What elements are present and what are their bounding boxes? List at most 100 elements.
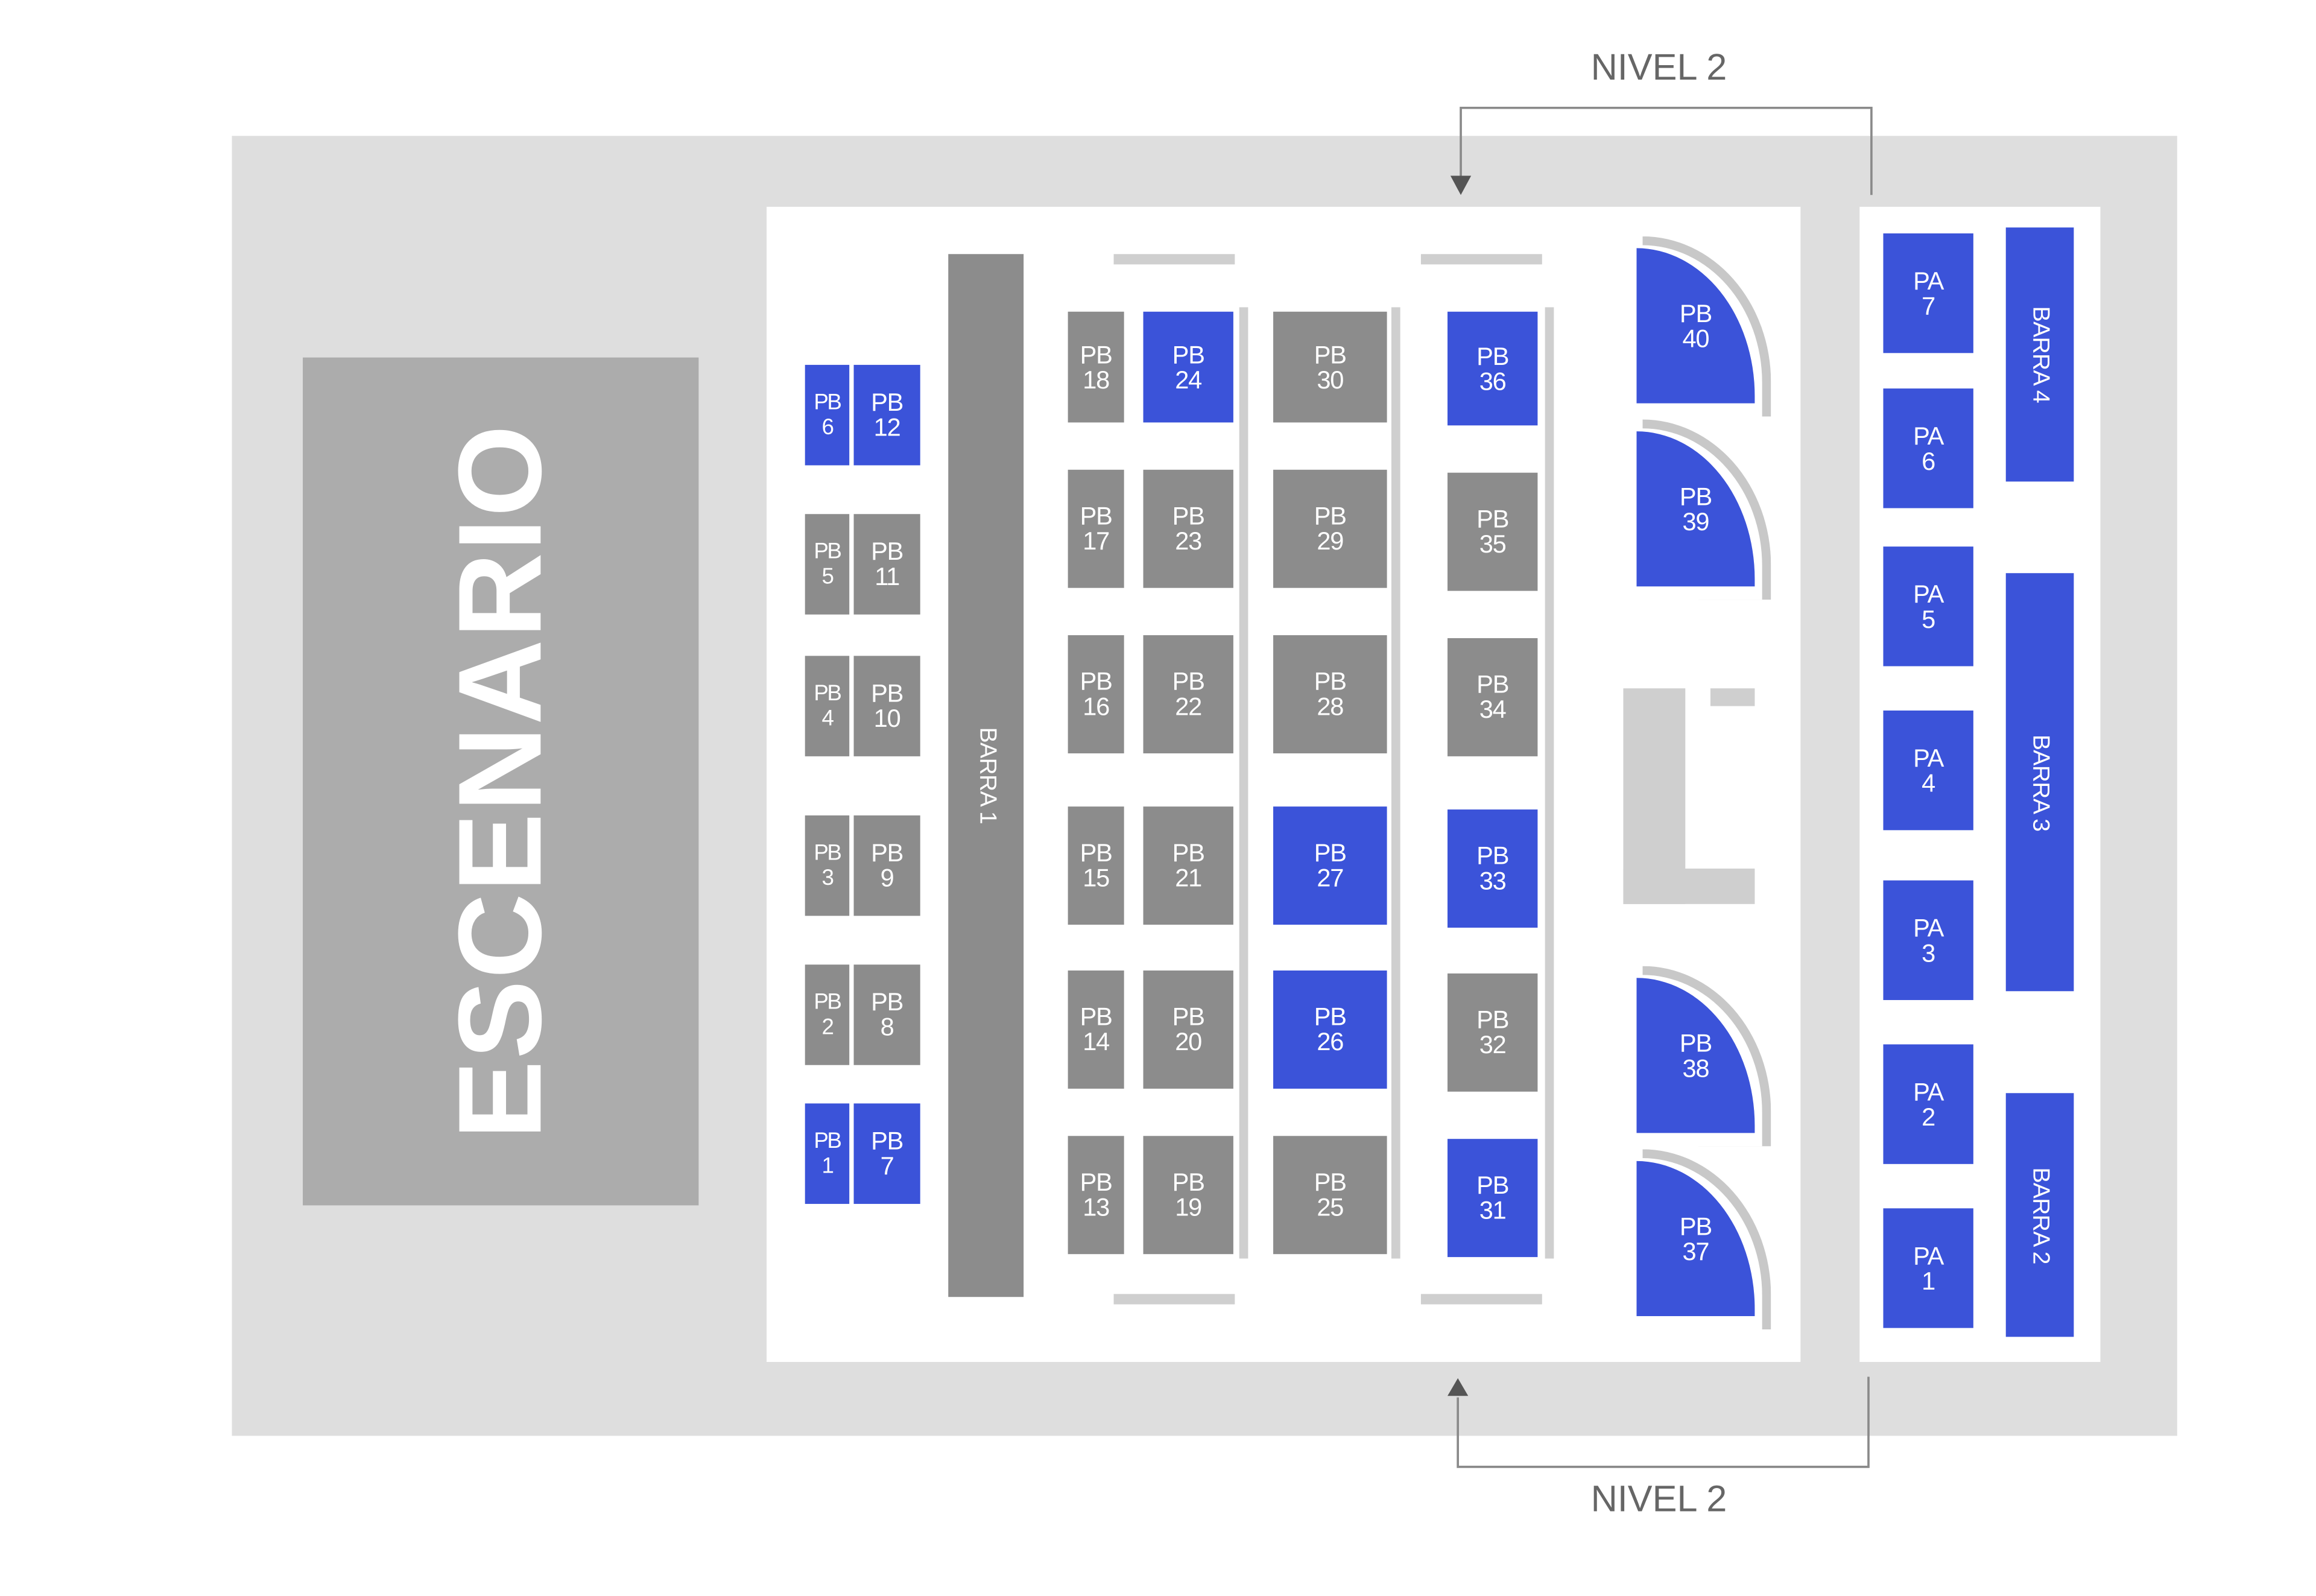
- barra-2[interactable]: BARRA 2: [2005, 1093, 2074, 1337]
- table-prefix: PB: [1172, 502, 1205, 531]
- table-prefix: PB: [871, 679, 903, 708]
- table-number: 25: [1317, 1193, 1344, 1222]
- structure: [1623, 869, 1755, 904]
- stage: ESCENARIO: [303, 357, 699, 1206]
- barra-3[interactable]: BARRA 3: [2005, 573, 2074, 992]
- table-number: 12: [873, 413, 901, 442]
- table-number: 3: [1922, 939, 1935, 967]
- table-prefix: PA: [1913, 1241, 1944, 1270]
- barra-4-label: BARRA 4: [2028, 306, 2054, 403]
- table-prefix: PB: [814, 390, 842, 416]
- table-prefix: PB: [1172, 1002, 1205, 1031]
- table-prefix: PB: [871, 988, 903, 1016]
- table-prefix: PB: [1314, 1002, 1347, 1031]
- table-number: 20: [1175, 1028, 1202, 1057]
- table-number: 11: [875, 563, 900, 591]
- rail: [1113, 1294, 1235, 1305]
- table-number: 24: [1175, 366, 1202, 394]
- table-prefix: PB: [1476, 670, 1509, 699]
- table-number: 9: [880, 864, 894, 893]
- table-number: 35: [1479, 530, 1507, 559]
- table-number: 29: [1317, 527, 1344, 556]
- arrow-up-icon: [1448, 1378, 1469, 1396]
- table-number: 34: [1479, 695, 1507, 724]
- rail: [1391, 307, 1400, 1259]
- table-number: 7: [1922, 291, 1935, 320]
- table-number: 22: [1175, 692, 1202, 721]
- table-number: 33: [1479, 867, 1507, 896]
- table-number: 30: [1317, 366, 1344, 394]
- rail: [1239, 307, 1248, 1259]
- table-number: 26: [1317, 1028, 1344, 1057]
- table-prefix: PB: [1314, 839, 1347, 867]
- table-number: 13: [1083, 1193, 1110, 1222]
- table-prefix: PB: [1080, 1002, 1113, 1031]
- rail: [1545, 307, 1554, 1259]
- table-number: 14: [1083, 1028, 1110, 1057]
- rail: [1420, 254, 1542, 265]
- table-number: 1: [821, 1153, 834, 1179]
- table-prefix: PB: [871, 839, 903, 867]
- table-prefix: PB: [814, 1129, 842, 1154]
- table-prefix: PB: [1080, 1168, 1113, 1197]
- table-number: 19: [1175, 1193, 1202, 1222]
- barra-1[interactable]: BARRA 1: [948, 254, 1024, 1297]
- table-prefix: PB: [871, 388, 903, 417]
- table-number: 16: [1083, 692, 1110, 721]
- table-prefix: PB: [1476, 505, 1509, 534]
- barra-4[interactable]: BARRA 4: [2005, 227, 2074, 482]
- rail: [1420, 1294, 1542, 1305]
- table-number: 17: [1083, 527, 1110, 556]
- table-prefix: PB: [1080, 839, 1113, 867]
- table-prefix: PB: [1172, 340, 1205, 369]
- table-number: 28: [1317, 692, 1344, 721]
- stage-label: ESCENARIO: [434, 423, 566, 1139]
- table-prefix: PB: [1172, 839, 1205, 867]
- table-prefix: PB: [1476, 841, 1509, 870]
- table-prefix: PA: [1913, 580, 1944, 608]
